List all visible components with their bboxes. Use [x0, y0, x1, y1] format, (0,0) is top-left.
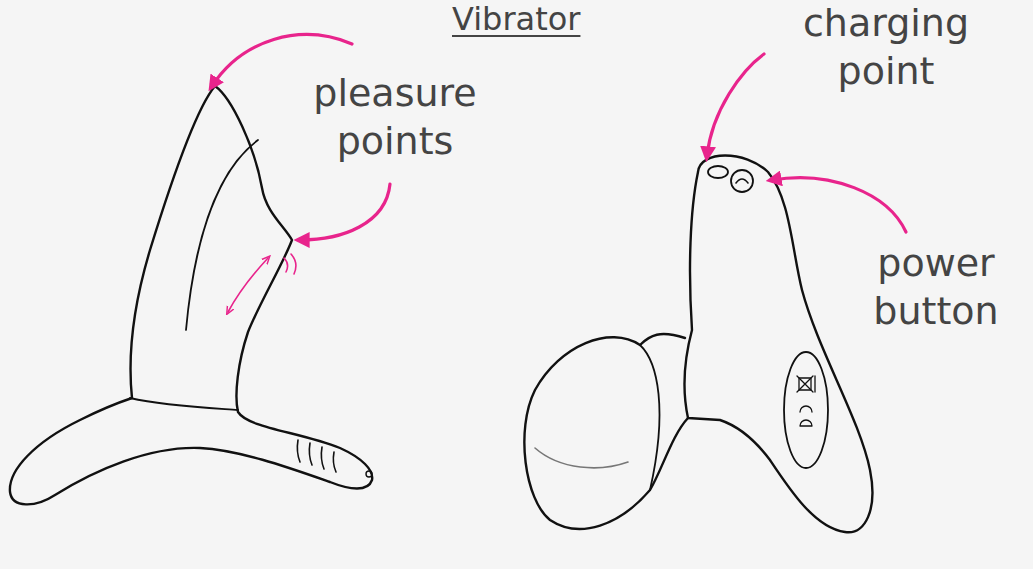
vibrator-top-view	[524, 156, 872, 533]
leader-arrow	[300, 184, 390, 240]
label-panel	[784, 352, 828, 468]
part-label: charging point	[770, 0, 1002, 95]
power-button-symbol	[731, 170, 753, 192]
charging-port	[708, 166, 728, 178]
vibrator-side-view	[10, 86, 372, 504]
leader-arrow	[772, 178, 906, 232]
ce-mark	[800, 406, 812, 426]
disposal-symbol	[797, 376, 815, 392]
leader-arrows	[212, 35, 906, 240]
diagram-title: Vibrator	[452, 2, 580, 37]
part-label: power button	[846, 240, 1026, 335]
motion-arrow	[228, 254, 296, 312]
leader-arrow	[707, 54, 764, 156]
part-label: pleasure points	[292, 70, 498, 165]
